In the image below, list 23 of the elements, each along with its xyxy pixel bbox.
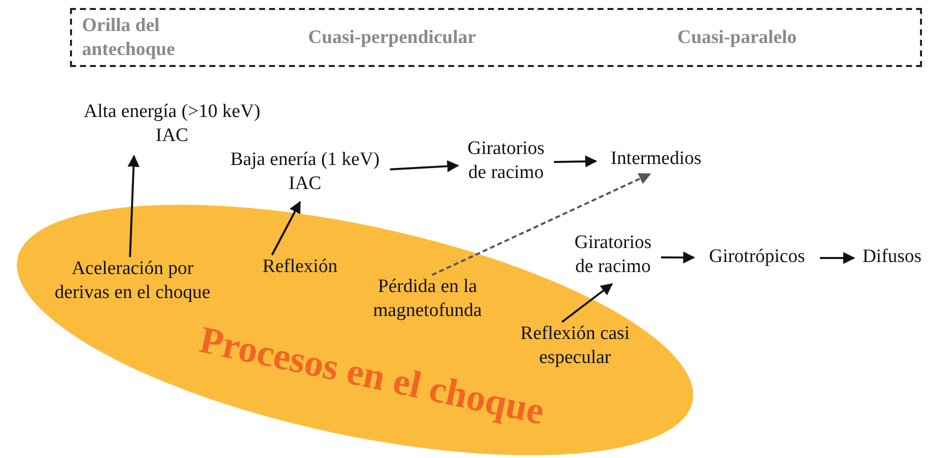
region-heading: Orilla del antechoque [82,14,176,62]
process-label: Girotrópicos [708,245,806,269]
process-label: Baja enería (1 keV) IAC [229,148,381,196]
arrow [561,283,613,323]
header-box [70,8,922,67]
arrow [271,200,301,256]
arrow [128,154,140,258]
arrow [432,173,652,276]
arrow [661,252,696,264]
arrow [390,160,460,172]
arrow [554,155,598,168]
process-label: Giratorios de racimo [466,137,546,185]
process-label: Difusos [861,245,923,269]
process-label: Reflexión casi especular [519,322,631,370]
arrow [820,252,856,264]
region-heading: Cuasi-paralelo [676,26,798,50]
process-label: Reflexión [262,255,338,279]
process-label: Giratorios de racimo [573,231,653,279]
process-label: Intermedios [610,147,702,171]
process-label: Pérdida en la magnetofunda [372,275,483,323]
process-label: Alta energía (>10 keV) IAC [82,100,262,148]
region-heading: Cuasi-perpendicular [307,26,477,50]
process-label: Aceleración por derivas en el choque [54,257,212,305]
